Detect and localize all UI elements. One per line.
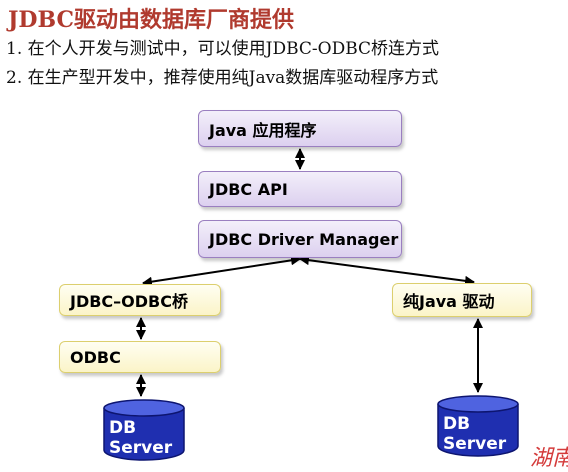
driver-manager-label: JDBC Driver Manager <box>209 229 399 249</box>
jdbc-api-label: JDBC API <box>209 179 288 199</box>
pure-java-driver-box: 纯Java 驱动 <box>392 283 532 317</box>
java-application-box: Java 应用程序 <box>198 110 402 147</box>
point-2: 2. 在生产型开发中，推荐使用纯Java数据库驱动程序方式 <box>6 68 439 88</box>
database-server-left: DB Server <box>102 398 186 462</box>
pure-java-driver-label: 纯Java 驱动 <box>403 292 495 311</box>
db-label-line1: DB <box>109 418 137 438</box>
arrow-dm-bridge <box>142 255 301 287</box>
logo-stamp: 湖南 <box>530 446 568 471</box>
jdbc-api-box: JDBC API <box>198 171 402 207</box>
odbc-box: ODBC <box>59 341 221 373</box>
db-label-line2: Server <box>109 438 173 458</box>
database-server-right: DB Server <box>436 394 520 458</box>
jdbc-odbc-bridge-label: JDBC–ODBC桥 <box>70 292 188 311</box>
jdbc-odbc-bridge-box: JDBC–ODBC桥 <box>59 284 221 316</box>
arrow-dm-native <box>299 255 475 286</box>
odbc-label: ODBC <box>70 347 121 367</box>
point-1: 1. 在个人开发与测试中，可以使用JDBC-ODBC桥连方式 <box>6 39 440 59</box>
db-label-line2: Server <box>443 434 507 454</box>
database-cylinder-icon <box>103 399 185 461</box>
java-application-label: Java 应用程序 <box>209 120 317 140</box>
database-cylinder-icon <box>437 395 519 457</box>
driver-manager-box: JDBC Driver Manager <box>198 220 402 258</box>
slide-title: JDBC驱动由数据库厂商提供 <box>8 7 295 33</box>
db-label-line1: DB <box>443 414 471 434</box>
